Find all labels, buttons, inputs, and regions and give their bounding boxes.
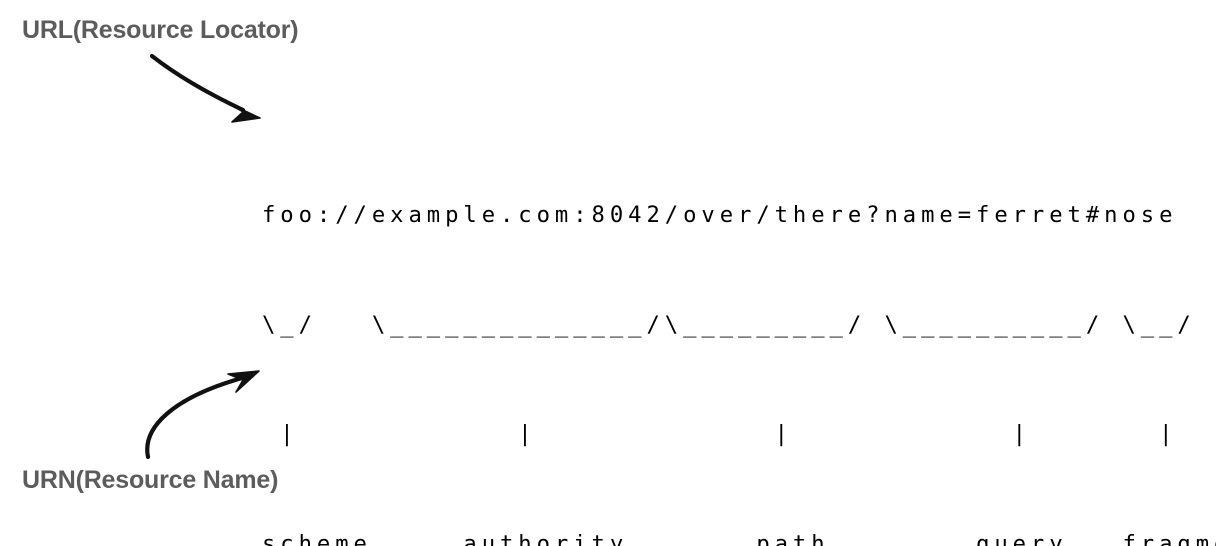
urn-annotation-label: URN(Resource Name) <box>22 466 279 494</box>
url-annotation-label: URL(Resource Locator) <box>22 16 299 44</box>
uri-component-labels-line: scheme authority path query fragment <box>262 530 1216 546</box>
uri-stem-line: | | | | | <box>262 421 1178 447</box>
uri-bracket-line: \_/ \______________/\_________/ \_______… <box>262 311 1196 338</box>
uri-example-line: foo://example.com:8042/over/there?name=f… <box>262 202 1178 228</box>
ascii-art-block: foo://example.com:8042/over/there?name=f… <box>262 124 1216 546</box>
